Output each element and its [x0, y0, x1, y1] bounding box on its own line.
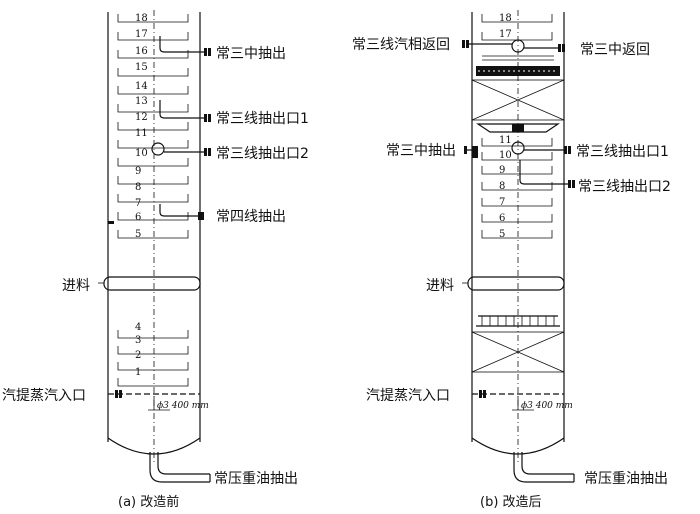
left-trays-upper: [117, 14, 189, 239]
left-label-bottoms: 常压重油抽出: [214, 471, 298, 487]
tray-number: 5: [135, 229, 141, 240]
tray-number: 6: [499, 213, 505, 224]
left-label-mid-draw: 常三中抽出: [216, 46, 286, 62]
tray-number: 4: [135, 322, 141, 333]
left-line3-out1-pipe: [159, 100, 204, 119]
left-bottoms-pipe-outer: [149, 452, 210, 483]
tray-number: 9: [135, 166, 141, 177]
left-bottoms-pipe-inner: [157, 452, 210, 475]
left-line3-out2-nozzle: [151, 142, 165, 156]
tray-number: 17: [499, 29, 512, 40]
tray-number: 17: [135, 29, 148, 40]
left-diameter-label: ϕ3 400 mm: [157, 401, 209, 411]
tray-number: 10: [499, 150, 512, 161]
right-label-mid-return: 常三中返回: [580, 42, 650, 58]
right-line3-out2-pipe: [519, 160, 568, 185]
right-bottoms-pipe-inner: [521, 452, 574, 475]
right-caption: (b) 改造后: [480, 495, 542, 510]
tray-number: 1: [135, 367, 141, 378]
tray-number: 11: [135, 128, 148, 139]
right-lower-packed-bed: [471, 331, 565, 373]
left-tray-numbers-lower: 4 3 2 1: [135, 322, 141, 378]
left-nozzles: [108, 36, 211, 224]
left-label-line3-out1: 常三线抽出口1: [216, 111, 309, 127]
right-lower-distributor: [476, 315, 560, 327]
tray-number: 16: [135, 46, 148, 57]
tray-number: 14: [135, 81, 148, 92]
left-label-feed: 进料: [62, 278, 90, 294]
left-tray-numbers-upper: 18 17 16 15 14 13 12 11 10 9 8 7 6 5: [135, 13, 148, 240]
tray-number: 9: [499, 165, 505, 176]
tray-number: 15: [135, 62, 148, 73]
right-line3-out1-nozzle: [511, 141, 525, 155]
right-label-steam-inlet: 汽提蒸汽入口: [366, 388, 450, 404]
right-tower: 18 17 11 10: [462, 10, 575, 483]
tray-number: 2: [135, 350, 141, 361]
left-feed-distributor: [103, 276, 201, 291]
tray-number: 18: [135, 13, 148, 24]
right-label-line3-out2: 常三线抽出口2: [578, 179, 671, 195]
right-upper-packed-bed: [471, 79, 565, 121]
tray-number: 5: [499, 229, 505, 240]
right-label-bottoms: 常压重油抽出: [584, 471, 668, 487]
right-label-line3-out1: 常三线抽出口1: [576, 144, 669, 160]
tray-number: 6: [135, 212, 141, 223]
right-steam-sparger: [472, 390, 564, 411]
right-label-feed: 进料: [426, 278, 454, 294]
right-collector-tray: [476, 123, 560, 133]
right-label-mid-draw: 常三中抽出: [386, 143, 456, 159]
right-trays-lower: [481, 166, 553, 239]
tray-number: 13: [135, 96, 148, 107]
left-label-steam-inlet: 汽提蒸汽入口: [2, 388, 86, 404]
left-label-line4-draw: 常四线抽出: [216, 209, 286, 225]
left-line4-draw-pipe: [159, 204, 200, 217]
left-label-line3-out2: 常三线抽出口2: [216, 146, 309, 162]
tray-number: 8: [499, 181, 505, 192]
right-mid-draw-nozzle: [472, 146, 478, 158]
tray-number: 18: [499, 13, 512, 24]
left-trays-lower: [117, 330, 189, 387]
right-bottoms-pipe-outer: [513, 452, 574, 483]
tray-number: 8: [135, 182, 141, 193]
left-tower: 18 17 16 15 14 13 12 11 10 9 8 7 6 5: [98, 10, 211, 483]
right-upper-distributor: [462, 39, 565, 76]
tray-number: 12: [135, 112, 148, 123]
tray-number: 7: [135, 198, 141, 209]
right-label-vapor-return: 常三线汽相返回: [352, 37, 450, 53]
right-diameter-label: ϕ3 400 mm: [521, 401, 573, 411]
left-mid-draw-pipe: [159, 36, 204, 53]
tray-number: 11: [499, 135, 512, 146]
right-feed-distributor: [467, 276, 565, 291]
left-steam-sparger: [108, 390, 200, 411]
tray-number: 7: [499, 197, 505, 208]
tray-number: 3: [135, 335, 141, 346]
left-caption: (a) 改造前: [118, 494, 179, 510]
tray-number: 10: [135, 148, 148, 159]
